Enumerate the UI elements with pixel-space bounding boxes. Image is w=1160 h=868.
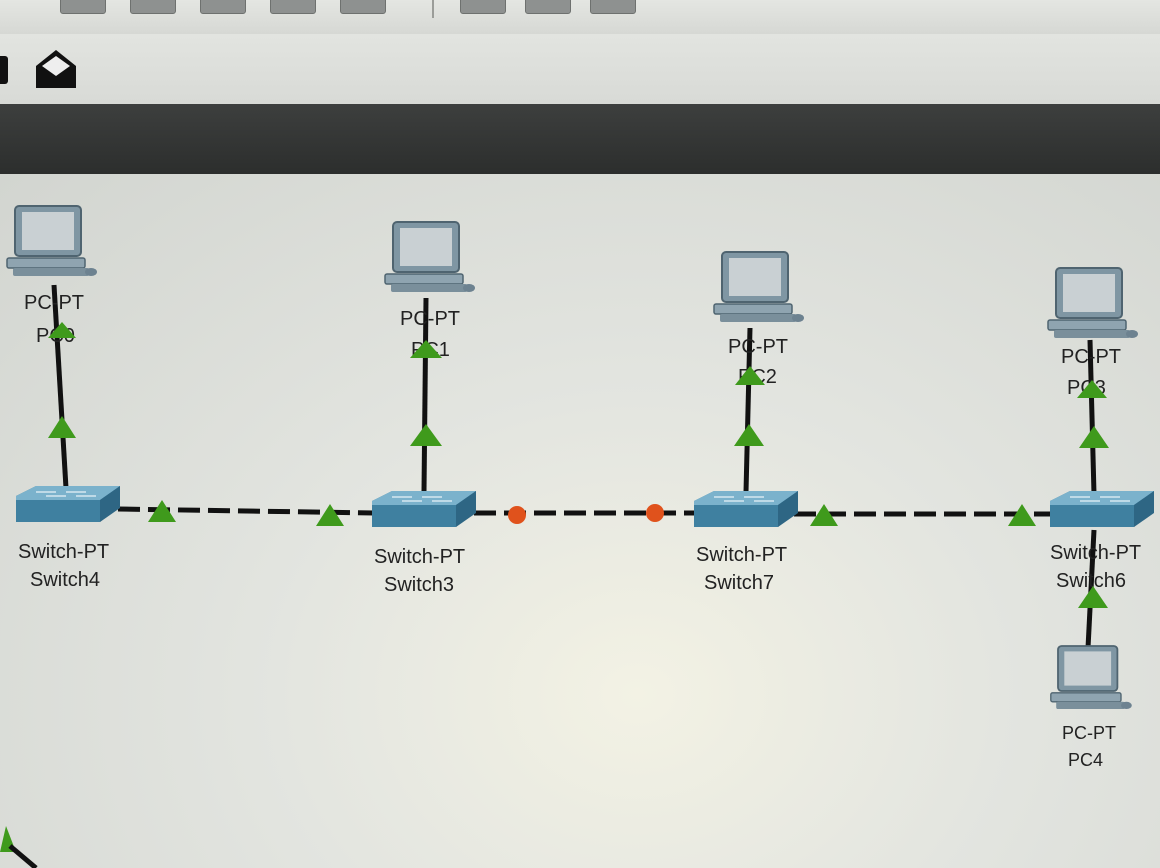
- switch7-type-label: Switch-PT: [696, 544, 787, 566]
- pc1-device[interactable]: [384, 221, 476, 293]
- switch3-name-label: Switch3: [384, 574, 454, 596]
- toolbar-button[interactable]: [130, 0, 176, 14]
- toolbar-separator: [432, 0, 434, 18]
- toolbar-icon[interactable]: [0, 52, 10, 88]
- pc0-device[interactable]: [6, 205, 98, 277]
- link-status-up-indicator: [410, 424, 442, 446]
- pc1-type-label: PC-PT: [400, 308, 460, 330]
- cable-pc3-switch6[interactable]: [1087, 339, 1097, 495]
- switch6-device[interactable]: [1049, 490, 1155, 528]
- switch4-device[interactable]: [15, 485, 121, 523]
- switch7-name-label: Switch7: [704, 572, 774, 594]
- toolbar-button[interactable]: [525, 0, 571, 14]
- switch7-device[interactable]: [693, 490, 799, 528]
- link-status-up-indicator: [48, 416, 76, 438]
- toolbar-button[interactable]: [60, 0, 106, 14]
- cable-partial[interactable]: [8, 844, 38, 868]
- switch3-type-label: Switch-PT: [374, 546, 465, 568]
- pc3-device[interactable]: [1047, 267, 1139, 339]
- logical-workspace-bar: [0, 104, 1160, 174]
- link-status-up-indicator: [316, 504, 344, 526]
- pc4-device[interactable]: [1049, 645, 1133, 710]
- toolbar-button[interactable]: [200, 0, 246, 14]
- link-status-up-indicator: [148, 500, 176, 522]
- pc2-type-label: PC-PT: [728, 336, 788, 358]
- main-toolbar: [0, 0, 1160, 35]
- pc0-type-label: PC-PT: [24, 292, 84, 314]
- link-status-up-indicator: [810, 504, 838, 526]
- link-status-up-indicator: [1008, 504, 1036, 526]
- link-status-blocked-indicator: [646, 504, 664, 522]
- link-status-up-indicator: [410, 340, 442, 358]
- switch6-name-label: Switch6: [1056, 570, 1126, 592]
- toolbar-button[interactable]: [340, 0, 386, 14]
- switch3-device[interactable]: [371, 490, 477, 528]
- pc4-type-label: PC-PT: [1062, 723, 1116, 743]
- switch4-name-label: Switch4: [30, 569, 100, 591]
- secondary-toolbar: [0, 34, 1160, 104]
- logical-workspace[interactable]: PC-PT PC0 PC-PT PC1 PC-PT PC2 PC-PT PC3 …: [0, 174, 1160, 868]
- link-status-up-indicator: [734, 424, 764, 446]
- link-status-blocked-indicator: [508, 506, 526, 524]
- switch4-type-label: Switch-PT: [18, 541, 109, 563]
- link-status-up-indicator: [48, 322, 76, 338]
- pc2-device[interactable]: [713, 251, 805, 323]
- envelope-icon[interactable]: [32, 46, 80, 92]
- cable-pc1-switch3[interactable]: [421, 297, 429, 493]
- pc3-type-label: PC-PT: [1061, 346, 1121, 368]
- toolbar-button[interactable]: [590, 0, 636, 14]
- pc4-name-label: PC4: [1068, 750, 1103, 770]
- cable-pc2-switch7[interactable]: [743, 327, 753, 493]
- link-status-up-indicator: [1079, 426, 1109, 448]
- cable-pc0-switch4[interactable]: [51, 284, 69, 489]
- toolbar-button[interactable]: [270, 0, 316, 14]
- link-status-up-indicator: [1078, 586, 1108, 608]
- toolbar-button[interactable]: [460, 0, 506, 14]
- topology-canvas: PC-PT PC0 PC-PT PC1 PC-PT PC2 PC-PT PC3 …: [0, 205, 1155, 868]
- link-status-up-indicator: [1077, 380, 1107, 398]
- switch6-type-label: Switch-PT: [1050, 542, 1141, 564]
- link-status-up-indicator: [735, 366, 765, 385]
